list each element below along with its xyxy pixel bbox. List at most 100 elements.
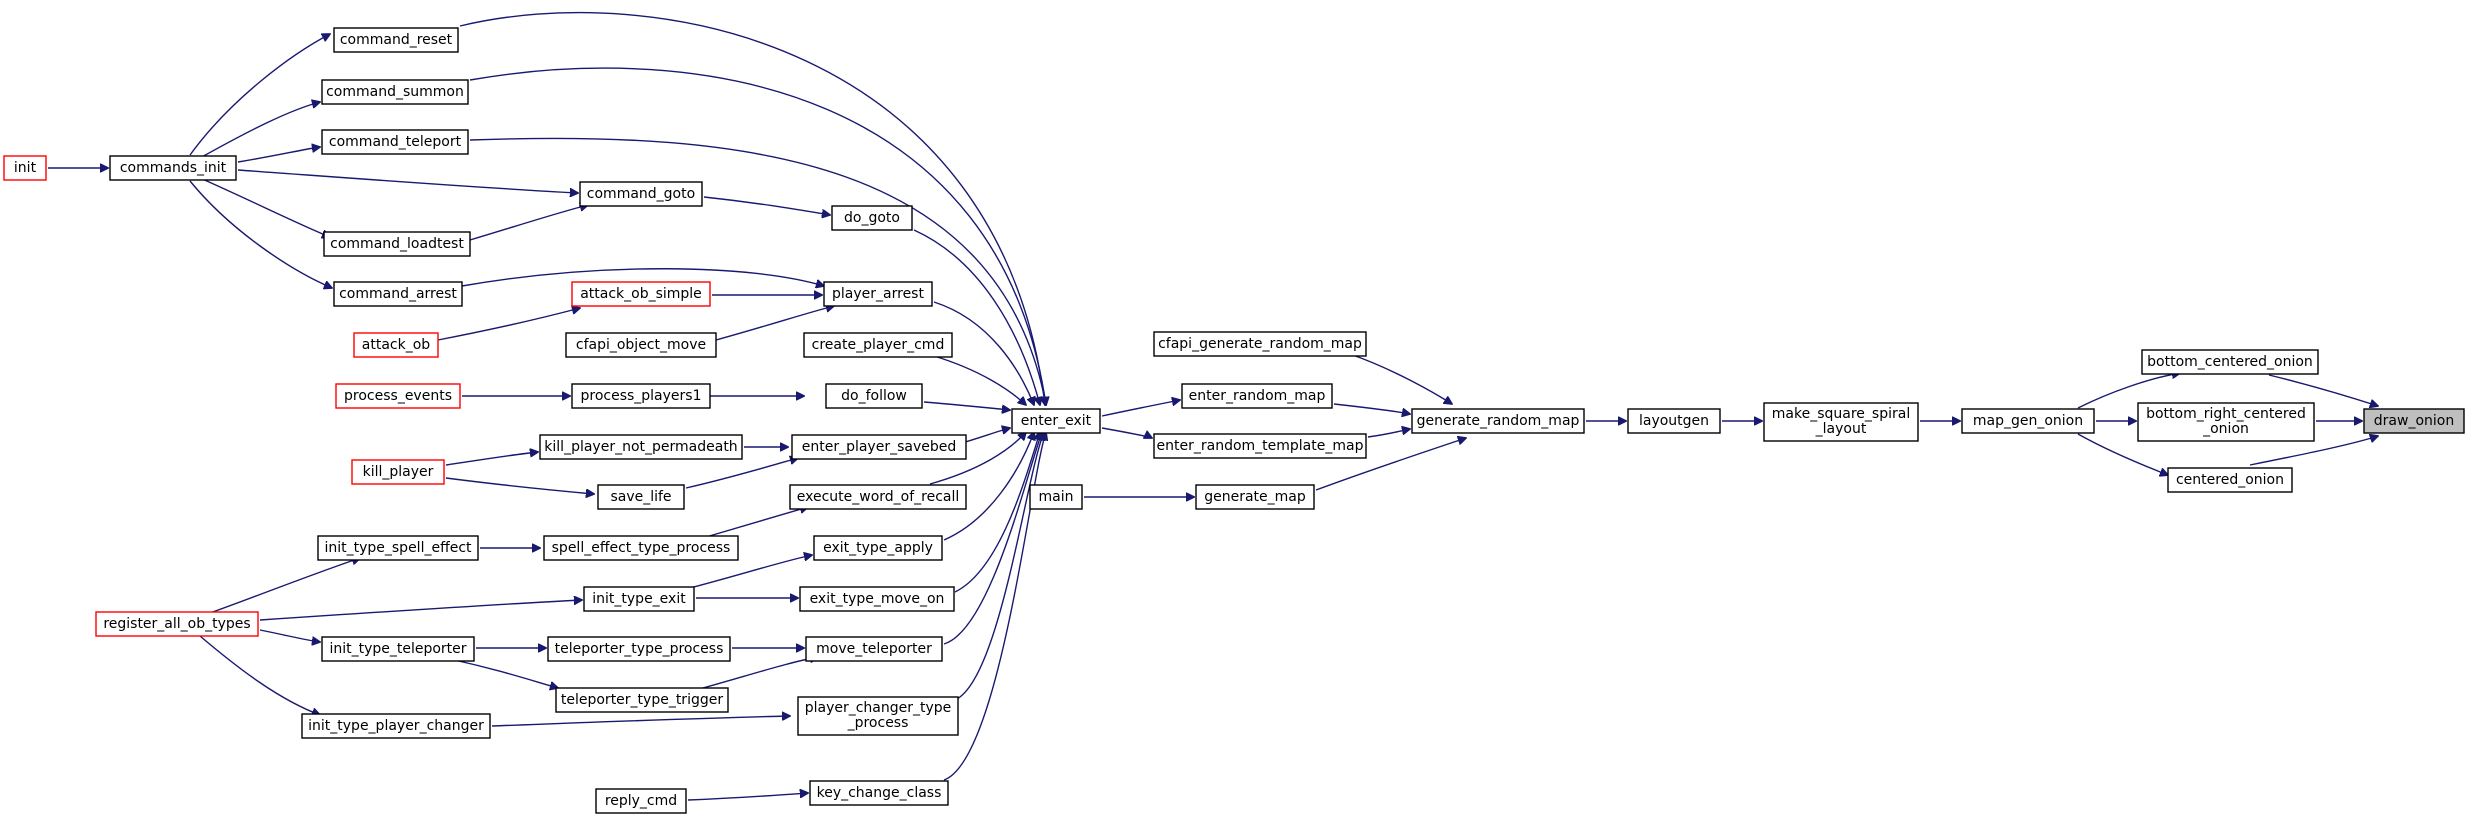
edge-player-arrest-to-enter-exit xyxy=(933,301,1034,405)
nodes: draw_onion bottom_centered_onion bottom_… xyxy=(3,27,2465,814)
node-enter-player-savebed[interactable]: enter_player_savebed xyxy=(791,434,967,460)
node-main[interactable]: main xyxy=(1029,484,1083,510)
node-move-teleporter[interactable]: move_teleporter xyxy=(805,636,943,662)
node-draw-onion[interactable]: draw_onion xyxy=(2363,408,2465,434)
edge-generate-map-to-generate-random-map xyxy=(1315,438,1466,491)
edge-reply-cmd-to-key-change-class xyxy=(687,793,808,801)
node-label: kill_player_not_permadeath xyxy=(544,439,737,455)
node-bottom-right-centered-onion[interactable]: bottom_right_centered _onion xyxy=(2137,402,2315,442)
node-label: make_square_spiral xyxy=(1772,406,1910,422)
node-generate-map[interactable]: generate_map xyxy=(1195,484,1315,510)
node-label: register_all_ob_types xyxy=(103,616,250,632)
node-centered-onion[interactable]: centered_onion xyxy=(2167,467,2293,493)
node-command-goto[interactable]: command_goto xyxy=(579,181,703,207)
node-register-all-ob-types[interactable]: register_all_ob_types xyxy=(95,611,259,637)
edge-move-teleporter-to-enter-exit xyxy=(943,432,1042,645)
node-command-summon[interactable]: command_summon xyxy=(321,79,469,105)
node-player-arrest[interactable]: player_arrest xyxy=(823,281,933,307)
node-save-life[interactable]: save_life xyxy=(597,484,685,510)
node-enter-random-map[interactable]: enter_random_map xyxy=(1181,383,1333,409)
node-label: kill_player xyxy=(363,464,434,480)
node-init-type-teleporter[interactable]: init_type_teleporter xyxy=(321,636,475,662)
node-init-type-spell-effect[interactable]: init_type_spell_effect xyxy=(317,535,479,561)
node-label: exit_type_move_on xyxy=(810,591,945,607)
node-execute-word-of-recall[interactable]: execute_word_of_recall xyxy=(789,484,967,510)
node-spell-effect-type-process[interactable]: spell_effect_type_process xyxy=(543,535,739,561)
node-label: init xyxy=(14,160,37,176)
edge-command-goto-to-do-goto xyxy=(703,196,830,215)
node-label: enter_player_savebed xyxy=(802,439,957,455)
edge-map-gen-onion-to-centered-onion xyxy=(2077,433,2168,475)
node-label: player_arrest xyxy=(832,286,924,302)
node-command-loadtest[interactable]: command_loadtest xyxy=(323,231,471,257)
edge-commands-init-to-command-loadtest xyxy=(199,177,330,237)
node-label: teleporter_type_process xyxy=(555,641,724,657)
node-player-changer-type-process[interactable]: player_changer_type _process xyxy=(797,696,959,736)
edge-create-player-cmd-to-enter-exit xyxy=(933,355,1026,405)
edge-exit-type-apply-to-enter-exit xyxy=(943,432,1034,541)
edge-register-all-to-init-type-spell-effect xyxy=(209,558,360,614)
edge-cfapi-object-move-to-player-arrest xyxy=(715,306,834,341)
node-label: command_teleport xyxy=(329,134,462,150)
node-cfapi-generate-random-map[interactable]: cfapi_generate_random_map xyxy=(1153,331,1367,357)
node-process-players1[interactable]: process_players1 xyxy=(571,383,711,409)
node-attack-ob[interactable]: attack_ob xyxy=(353,332,439,358)
edge-commands-init-to-command-arrest xyxy=(189,180,332,288)
node-exit-type-apply[interactable]: exit_type_apply xyxy=(813,535,943,561)
node-init-type-player-changer[interactable]: init_type_player_changer xyxy=(301,713,491,739)
node-label: process_players1 xyxy=(580,388,701,404)
node-label: centered_onion xyxy=(2176,472,2284,488)
node-kill-player[interactable]: kill_player xyxy=(351,459,445,485)
node-make-square-spiral-layout[interactable]: make_square_spiral _layout xyxy=(1763,402,1919,442)
edge-enter-exit-to-enter-random-map xyxy=(1101,400,1180,417)
node-create-player-cmd[interactable]: create_player_cmd xyxy=(803,332,953,358)
node-label: init_type_spell_effect xyxy=(324,540,472,556)
edge-commands-init-to-command-reset xyxy=(189,34,330,156)
edge-kill-player-to-save-life xyxy=(445,477,594,494)
node-label: layoutgen xyxy=(1639,413,1709,429)
node-label: cfapi_generate_random_map xyxy=(1158,336,1362,352)
node-generate-random-map[interactable]: generate_random_map xyxy=(1411,408,1585,434)
node-init[interactable]: init xyxy=(3,155,47,181)
node-label: command_arrest xyxy=(339,286,457,302)
edge-enter-exit-to-enter-random-template-map xyxy=(1101,427,1152,438)
node-reply-cmd[interactable]: reply_cmd xyxy=(595,788,687,814)
edge-command-loadtest-to-command-goto xyxy=(469,205,588,241)
node-cfapi-object-move[interactable]: cfapi_object_move xyxy=(565,332,717,358)
node-command-teleport[interactable]: command_teleport xyxy=(321,129,469,155)
edge-commands-init-to-command-goto xyxy=(237,169,578,193)
node-enter-random-template-map[interactable]: enter_random_template_map xyxy=(1153,433,1367,459)
node-map-gen-onion[interactable]: map_gen_onion xyxy=(1961,408,2095,434)
node-enter-exit[interactable]: enter_exit xyxy=(1011,408,1101,434)
node-label: enter_random_template_map xyxy=(1157,438,1364,454)
node-do-goto[interactable]: do_goto xyxy=(831,205,913,231)
node-label: bottom_centered_onion xyxy=(2147,354,2313,370)
edge-command-summon-to-enter-exit xyxy=(469,67,1046,405)
node-command-arrest[interactable]: command_arrest xyxy=(333,281,463,307)
node-init-type-exit[interactable]: init_type_exit xyxy=(583,586,695,612)
edge-bottom-centered-onion-to-draw-onion xyxy=(2268,374,2378,406)
edge-register-all-to-init-type-teleporter xyxy=(259,629,320,642)
node-label: attack_ob xyxy=(362,337,431,353)
node-label: enter_exit xyxy=(1021,413,1092,429)
node-layoutgen[interactable]: layoutgen xyxy=(1627,408,1721,434)
node-process-events[interactable]: process_events xyxy=(335,383,461,409)
edge-key-change-class-to-enter-exit xyxy=(943,432,1046,781)
node-label: command_goto xyxy=(587,186,695,202)
node-teleporter-type-process[interactable]: teleporter_type_process xyxy=(547,636,731,662)
edge-commands-init-to-command-summon xyxy=(199,102,320,159)
node-teleporter-type-trigger[interactable]: teleporter_type_trigger xyxy=(555,687,729,713)
node-commands-init[interactable]: commands_init xyxy=(109,155,237,181)
edge-do-follow-to-enter-exit xyxy=(923,401,1010,410)
node-label: init_type_player_changer xyxy=(308,718,484,734)
node-attack-ob-simple[interactable]: attack_ob_simple xyxy=(571,281,711,307)
node-label: execute_word_of_recall xyxy=(797,489,960,505)
node-exit-type-move-on[interactable]: exit_type_move_on xyxy=(799,586,955,612)
edge-enter-random-template-map-to-generate-random-map xyxy=(1367,429,1410,438)
node-key-change-class[interactable]: key_change_class xyxy=(809,780,949,806)
node-do-follow[interactable]: do_follow xyxy=(825,383,923,409)
edge-init-type-player-changer-to-player-changer xyxy=(491,716,790,727)
node-bottom-centered-onion[interactable]: bottom_centered_onion xyxy=(2141,349,2319,375)
node-kill-player-not-permadeath[interactable]: kill_player_not_permadeath xyxy=(539,434,743,460)
node-command-reset[interactable]: command_reset xyxy=(333,27,459,53)
